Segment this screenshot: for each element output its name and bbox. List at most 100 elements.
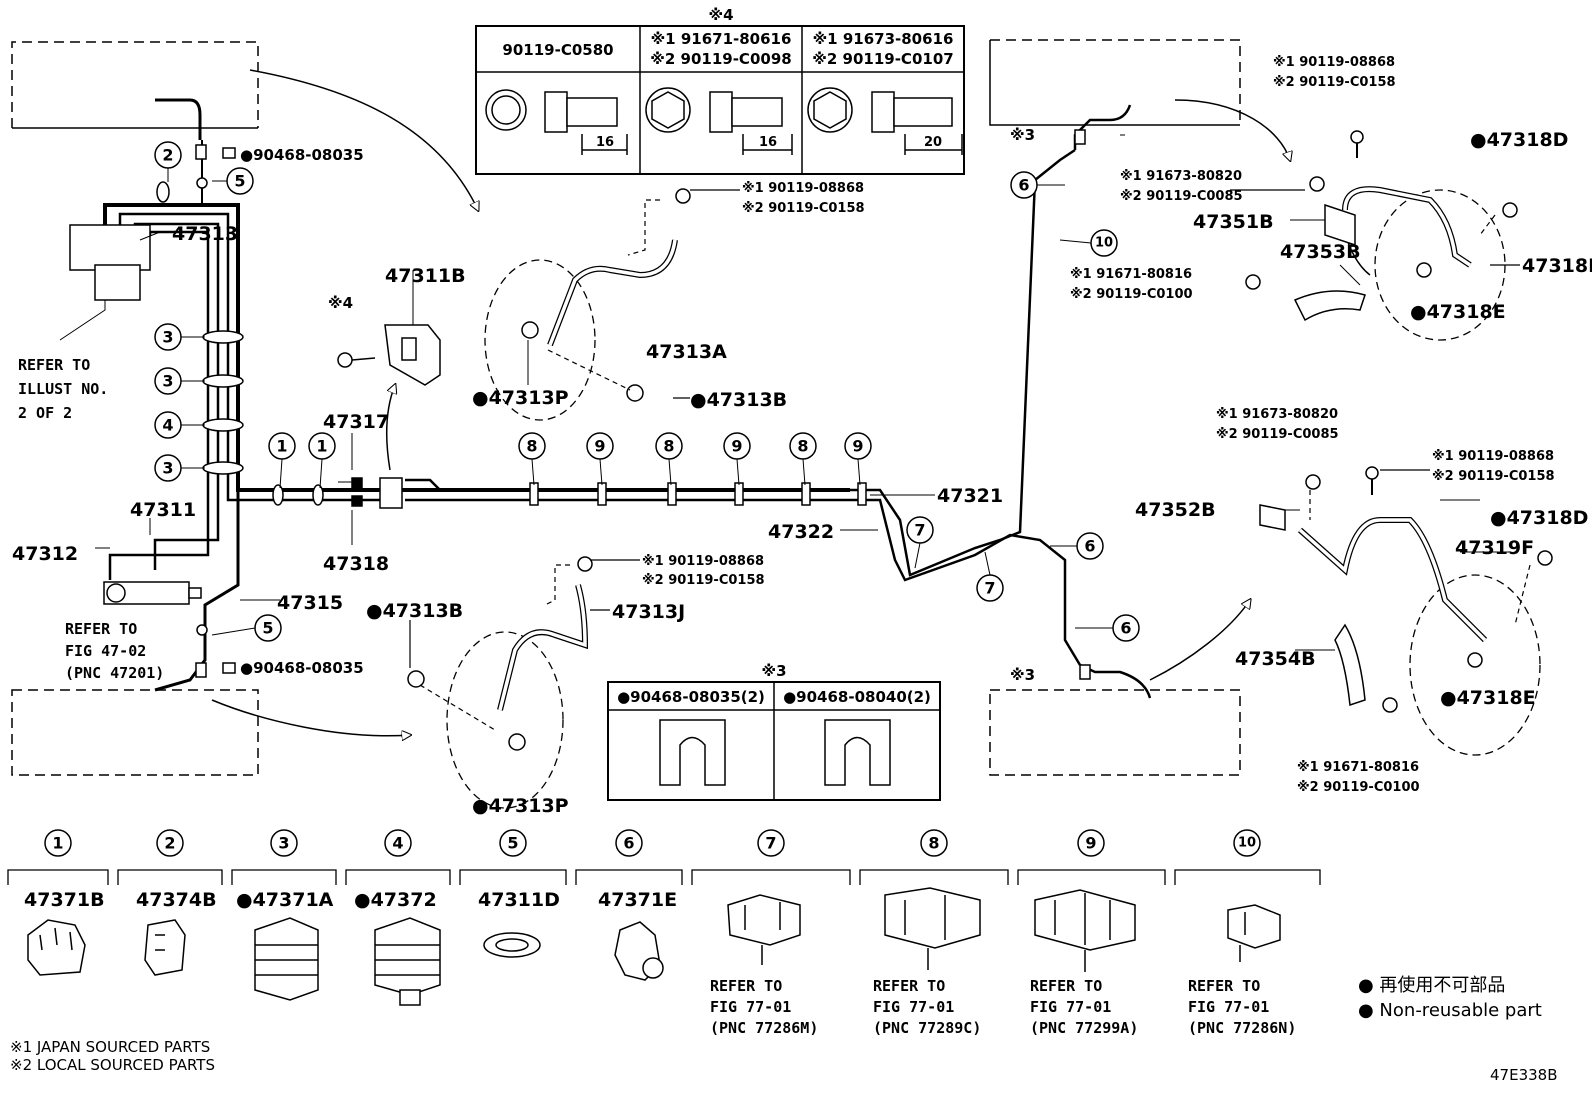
callout-8: 8 [797,437,808,456]
bottom-part-3-pn: ●47371A [236,889,334,911]
bottom-callout-6: 6 [623,834,634,853]
callout-6: 6 [1084,537,1095,556]
flow-arrows [211,69,1290,736]
callout-6: 6 [1120,619,1131,638]
label-x3-bottom: ※3 [1010,666,1035,684]
label-47317: 47317 [323,411,389,433]
clip-table-col2: ●90468-08040(2) [783,688,931,706]
label-bolt-r-top-2: ※2 90119-C0158 [1273,75,1396,90]
label-bolt-mid-bottom-2: ※2 90119-C0158 [642,573,765,588]
refer-illust-1: REFER TO [18,356,90,374]
bolt-table-col1-pn: 90119-C0580 [502,41,613,59]
label-x3-top: ※3 [1010,126,1035,144]
label-47353B: 47353B [1280,241,1361,263]
refer-fig-3: (PNC 47201) [65,664,164,682]
label-bolt-r-d-1: ※1 90119-08868 [1432,449,1554,464]
callout-9: 9 [852,437,863,456]
flex-hose-right-lower [1259,466,1553,756]
bottom-part-7-ref-2: FIG 77-01 [710,998,791,1016]
label-47351B: 47351B [1193,211,1274,233]
label-47315: 47315 [277,592,343,614]
callout-9: 9 [731,437,742,456]
label-47318: 47318 [323,553,389,575]
bottom-callout-3: 3 [278,834,289,853]
label-47313A: 47313A [646,341,727,363]
refer-illust-2: ILLUST NO. [18,380,108,398]
bottom-part-9-ref-3: (PNC 77299A) [1030,1019,1138,1037]
label-clip-top: ●90468-08035 [240,146,364,164]
footnote-japan: ※1 JAPAN SOURCED PARTS [10,1038,210,1056]
bottom-callout-9: 9 [1085,834,1096,853]
label-47352B: 47352B [1135,499,1216,521]
callout-8: 8 [663,437,674,456]
clip-table-col1: ●90468-08035(2) [617,688,765,706]
leader-lines [95,134,1510,651]
bottom-part-9-ref-1: REFER TO [1030,977,1102,995]
label-bolt-r-top-1: ※1 90119-08868 [1273,55,1395,70]
label-47313P-bottom: ●47313P [472,795,569,817]
label-bolt-r-a-2: ※2 90119-C0085 [1120,189,1243,204]
flex-hose-right-upper [1230,130,1520,341]
label-47354B: 47354B [1235,648,1316,670]
callout-1: 1 [276,437,287,456]
legend-english: ● Non-reusable part [1358,1000,1542,1021]
label-47321: 47321 [937,485,1003,507]
refer-illust-3: 2 OF 2 [18,404,72,422]
bolt-table-mark: ※4 [708,6,733,24]
bolt-table-col3-length: 20 [924,135,942,150]
flex-hose-upper [484,188,740,421]
bottom-part-icons [27,887,1281,1006]
small-clips [195,129,1091,680]
bottom-part-8-ref-1: REFER TO [873,977,945,995]
bracket-47311B [337,324,441,386]
bottom-part-6-pn: 47371E [598,889,677,911]
label-47311: 47311 [130,499,196,521]
callout-6: 6 [1018,176,1029,195]
clip-table: ※3 ●90468-08035(2) ●90468-08040(2) [607,662,941,801]
diagram-code: 47E338B [1490,1066,1558,1084]
label-47313B-top: ●47313B [690,389,787,411]
clip-table-mark: ※3 [761,662,786,680]
label-bolt-r-e-1: ※1 91671-80816 [1297,760,1419,775]
legend: ● 再使用不可部品 ● Non-reusable part [1358,975,1542,1021]
callout-numbers: 2 5 3 3 4 3 1 1 5 8 9 8 9 8 9 7 7 6 6 6 … [162,146,1131,638]
bottom-callout-10: 10 [1238,836,1256,851]
bottom-callout-2: 2 [164,834,175,853]
label-47322: 47322 [768,521,834,543]
bottom-part-4-pn: ●47372 [354,889,437,911]
label-bolt-r-d-2: ※2 90119-C0158 [1432,469,1555,484]
label-47318E-top: ●47318E [1410,301,1506,323]
label-47313B-bottom: ●47313B [366,600,463,622]
callout-10: 10 [1095,236,1113,251]
label-47312: 47312 [12,543,78,565]
label-bolt-mid-top-1: ※1 90119-08868 [742,181,864,196]
label-47318E-bottom: ●47318E [1440,687,1536,709]
label-47318F: 47318F [1522,255,1592,277]
label-47313: 47313 [172,223,238,245]
bottom-callout-8: 8 [928,834,939,853]
bottom-part-10-ref-1: REFER TO [1188,977,1260,995]
label-47313P-top: ●47313P [472,387,569,409]
bolt-table-col2-pn1: ※1 91671-80616 [651,30,792,48]
bottom-callout-7: 7 [765,834,776,853]
callout-7: 7 [914,521,925,540]
label-bolt-r-c-1: ※1 91673-80820 [1216,407,1338,422]
label-47319F: 47319F [1455,537,1534,559]
bolt-table-col3-pn1: ※1 91673-80616 [813,30,954,48]
callout-3: 3 [162,459,173,478]
callout-5: 5 [234,172,245,191]
bottom-part-7-ref-1: REFER TO [710,977,782,995]
callout-1: 1 [316,437,327,456]
callout-2: 2 [162,146,173,165]
master-cylinder-block [69,224,202,605]
label-47313J: 47313J [612,601,685,623]
label-bolt-r-a-1: ※1 91673-80820 [1120,169,1242,184]
bottom-part-8-ref-3: (PNC 77289C) [873,1019,981,1037]
label-bolt-r-e-2: ※2 90119-C0100 [1297,780,1420,795]
bolt-table-col1-length: 16 [596,135,614,150]
part-labels: 47313 47311B ※4 47317 47318 47311 47312 … [12,55,1592,817]
legend-japanese: ● 再使用不可部品 [1358,975,1505,996]
tube-grommets [156,181,324,506]
callout-9: 9 [594,437,605,456]
vehicle-outline-boxes [11,39,1241,776]
